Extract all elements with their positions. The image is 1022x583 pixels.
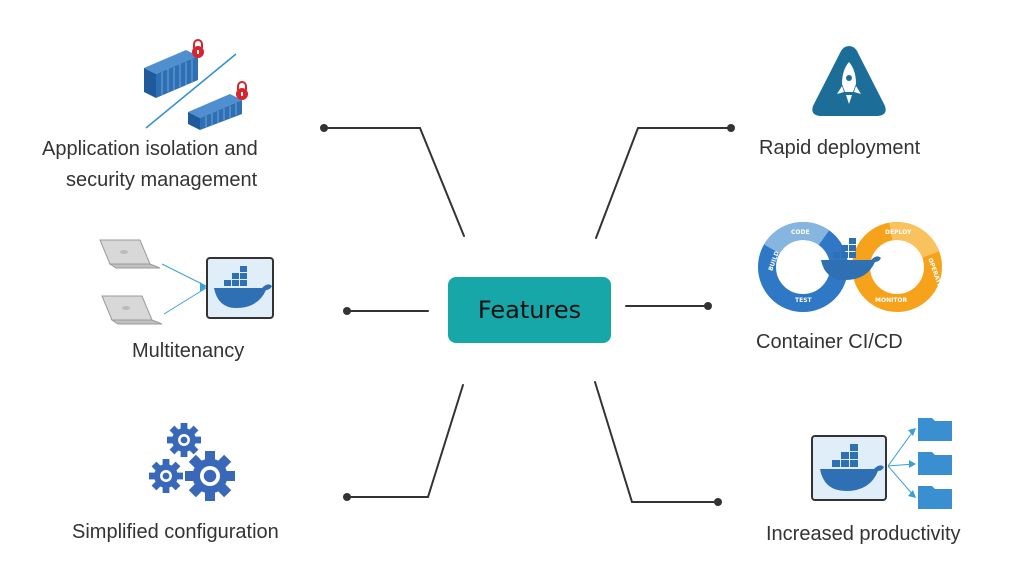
connector-productivity (594, 381, 719, 503)
loop-word-test: TEST (795, 297, 813, 304)
connector-dot (343, 307, 351, 315)
features-center-box: Features (448, 277, 611, 343)
cicd-infinity-icon: CODE BUILD TEST DEPLOY OPERATE MONITOR (758, 222, 943, 312)
connector-dot (343, 493, 351, 501)
loop-word-code: CODE (791, 229, 810, 236)
deploy-label: Rapid deployment (759, 137, 921, 159)
isolation-label-line1: Application isolation and (42, 138, 258, 160)
connector-dot (320, 124, 328, 132)
cicd-label: Container CI/CD (756, 331, 903, 353)
container-lock-icon (144, 39, 248, 130)
config-label: Simplified configuration (72, 521, 279, 543)
connector-isolation (323, 127, 465, 237)
isolation-label-line2: security management (66, 169, 258, 191)
connector-config (346, 384, 464, 498)
gears-icon (149, 423, 235, 501)
productivity-label: Increased productivity (766, 523, 961, 545)
multitenancy-label: Multitenancy (132, 340, 245, 362)
connector-deploy (595, 127, 732, 239)
loop-word-monitor: MONITOR (875, 297, 908, 304)
rocket-icon (812, 46, 886, 116)
loop-word-deploy: DEPLOY (885, 229, 912, 236)
laptops-docker-icon (99, 239, 274, 325)
connector-dot (704, 302, 712, 310)
docker-folders-icon (811, 418, 952, 509)
connector-dot (714, 498, 722, 506)
features-title: Features (477, 296, 582, 324)
connector-dot (727, 124, 735, 132)
